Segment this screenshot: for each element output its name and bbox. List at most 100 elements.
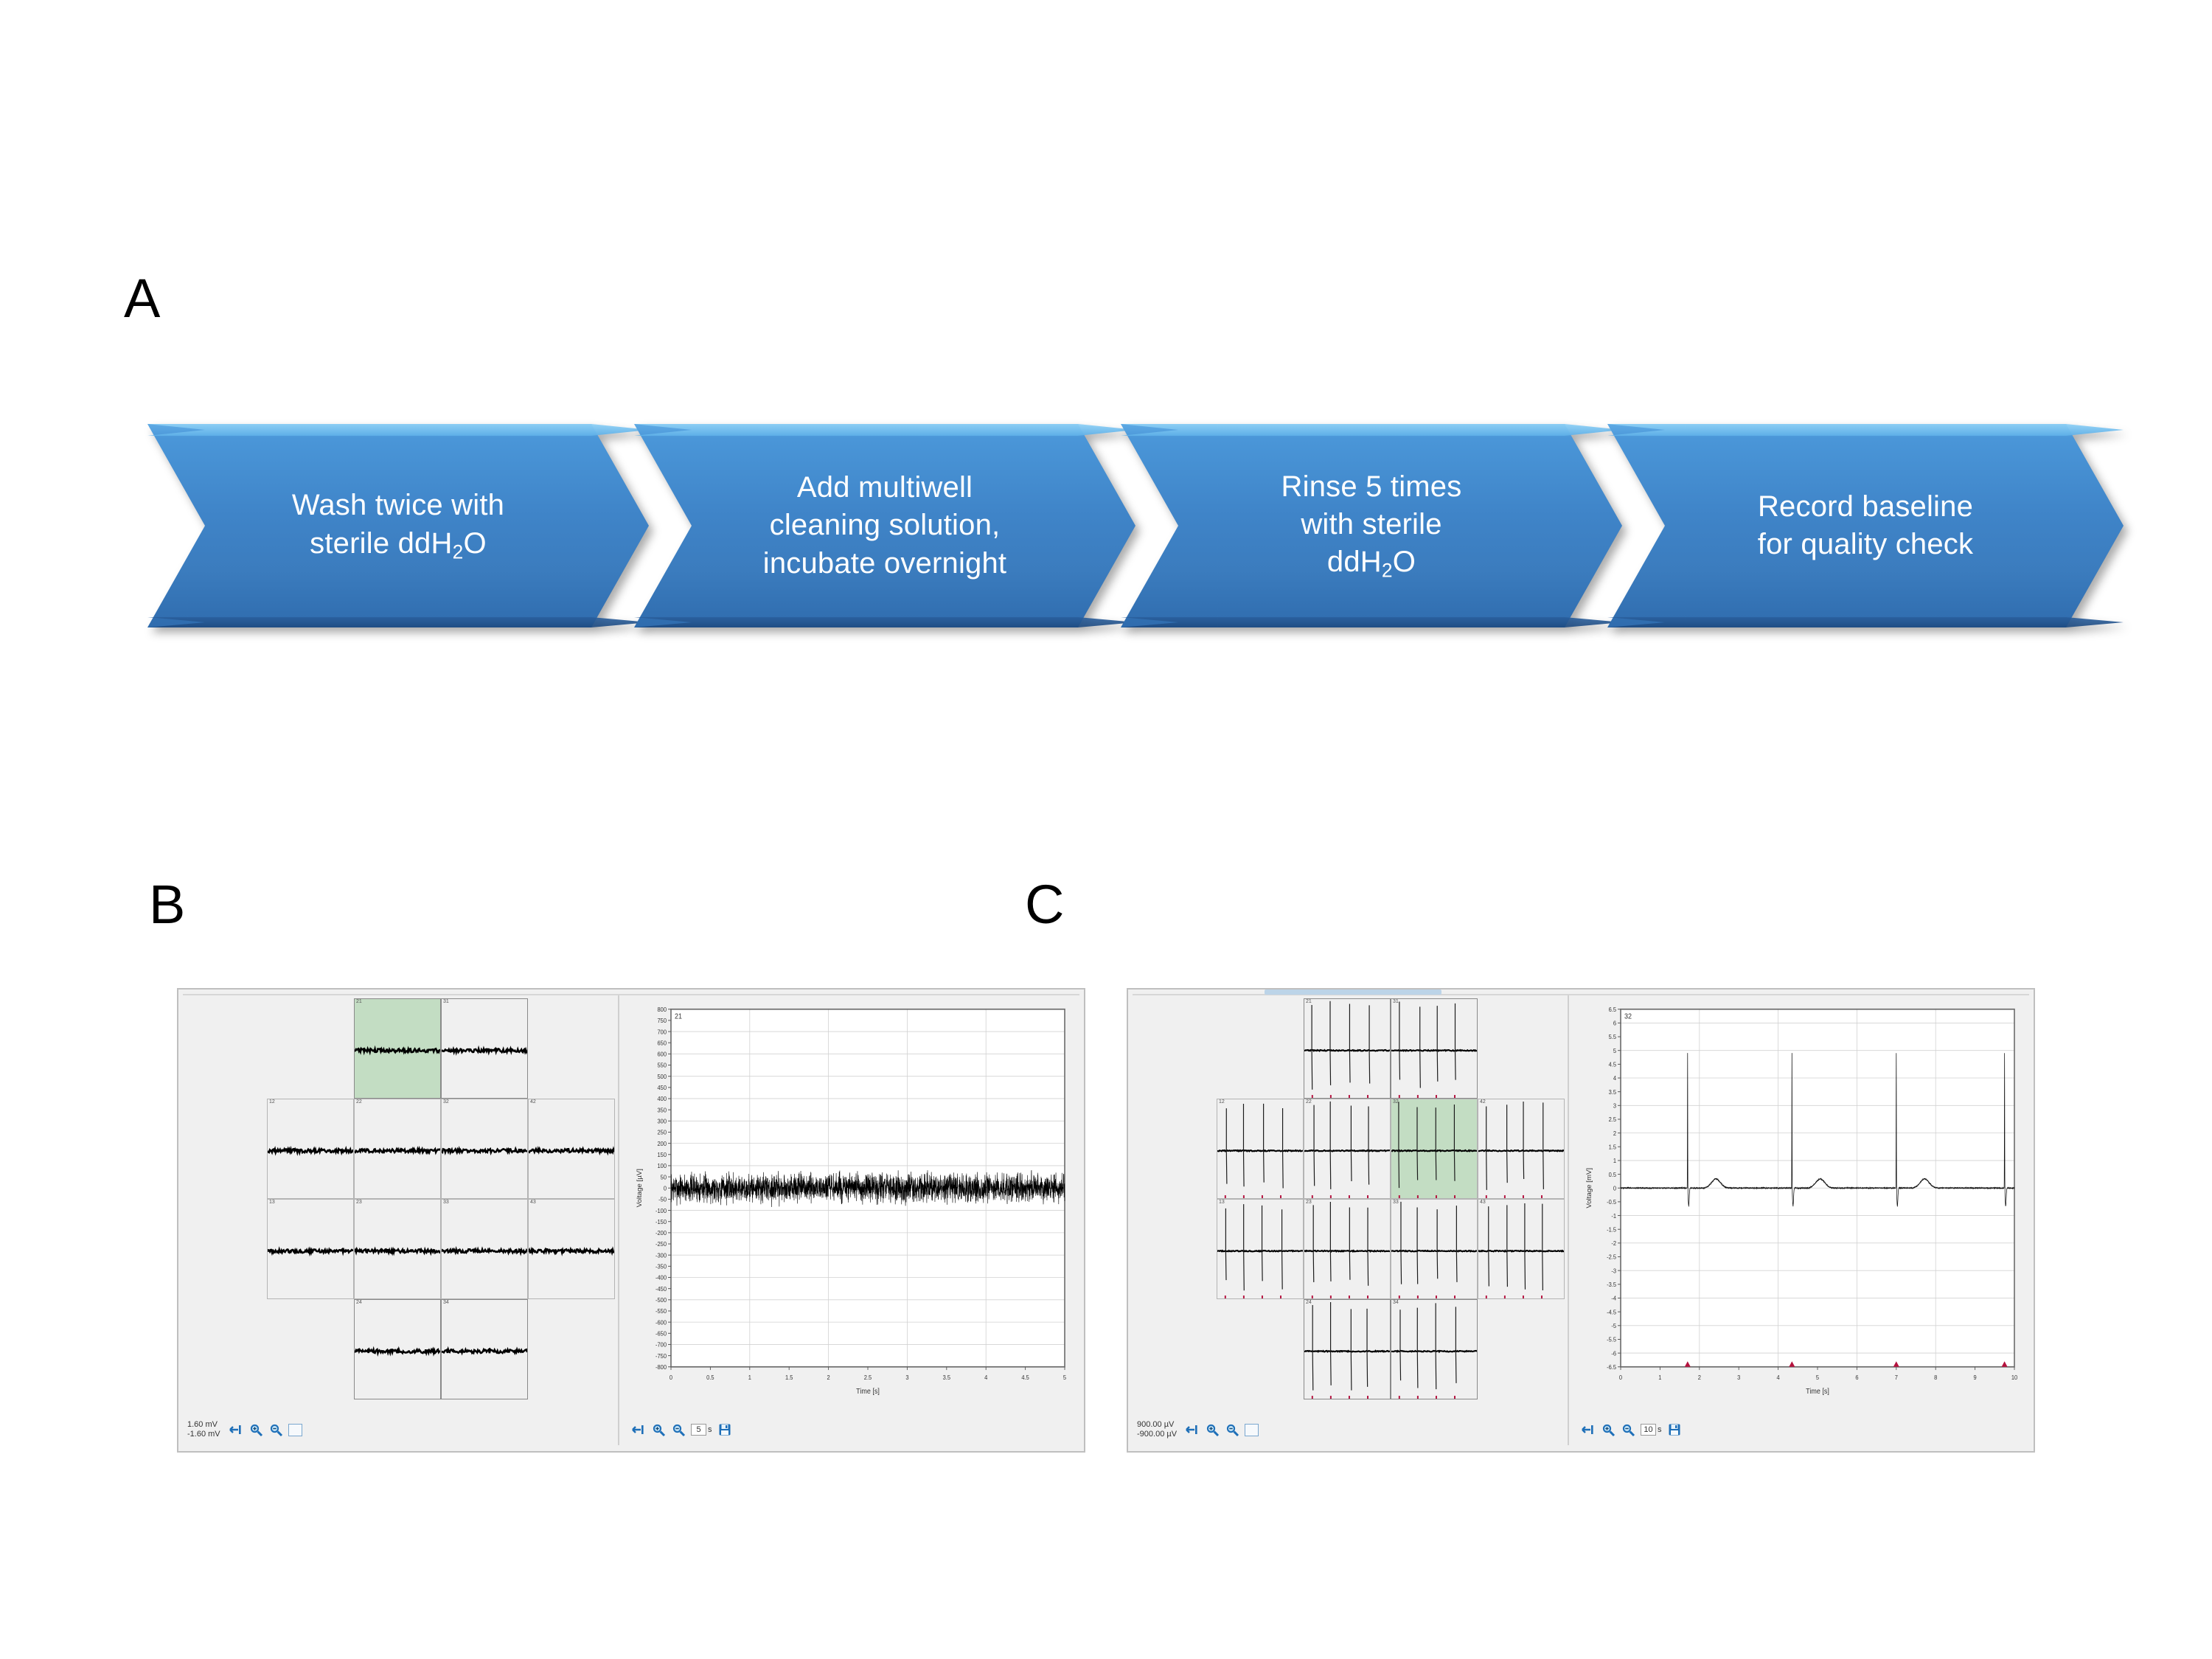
zoom-in-icon[interactable] <box>1601 1422 1615 1437</box>
well-cell-label: 43 <box>530 1200 536 1205</box>
well-cell-24[interactable]: 24 <box>354 1299 441 1399</box>
well-cell-34[interactable]: 34 <box>1391 1299 1478 1399</box>
scale-readout-b: 1.60 mV -1.60 mV <box>187 1420 220 1439</box>
well-cell-label: 21 <box>356 999 362 1004</box>
zoom-in-icon[interactable] <box>1205 1422 1220 1437</box>
splitter-c[interactable] <box>1568 995 1569 1445</box>
well-cell-13[interactable]: 13 <box>1217 1199 1304 1299</box>
well-cell-21[interactable]: 21 <box>1304 998 1391 1099</box>
panel-letter-a: A <box>124 268 161 329</box>
svg-text:-5: -5 <box>1611 1323 1616 1329</box>
svg-text:700: 700 <box>657 1029 667 1035</box>
zoom-out-icon[interactable] <box>1225 1422 1239 1437</box>
zoom-in-icon[interactable] <box>248 1422 263 1437</box>
time-window-stepper-b[interactable]: 5 s <box>691 1424 712 1436</box>
flow-step-3-line1: Rinse 5 times <box>1281 470 1462 503</box>
well-cell-trace <box>355 1346 440 1357</box>
well-cell-43[interactable]: 43 <box>528 1199 615 1299</box>
fit-horizontal-icon[interactable] <box>229 1422 243 1437</box>
well-cell-label: 22 <box>1306 1099 1312 1105</box>
well-cell-trace <box>1304 1201 1390 1298</box>
well-cell-trace <box>1217 1103 1303 1198</box>
svg-text:7: 7 <box>1895 1374 1898 1381</box>
well-cell-42[interactable]: 42 <box>528 1099 615 1199</box>
svg-text:-600: -600 <box>655 1319 667 1326</box>
scale-min-b: -1.60 mV <box>187 1430 220 1439</box>
svg-text:0.5: 0.5 <box>706 1374 714 1381</box>
well-cell-32[interactable]: 32 <box>441 1099 528 1199</box>
svg-text:-650: -650 <box>655 1330 667 1337</box>
svg-text:6: 6 <box>1855 1374 1858 1381</box>
svg-text:-800: -800 <box>655 1364 667 1371</box>
well-cell-24[interactable]: 24 <box>1304 1299 1391 1399</box>
svg-text:-50: -50 <box>658 1196 667 1203</box>
well-cell-trace <box>1304 1101 1390 1198</box>
svg-text:-6: -6 <box>1611 1350 1616 1357</box>
svg-text:2: 2 <box>1613 1130 1616 1137</box>
time-window-stepper-c[interactable]: 10 s <box>1641 1424 1662 1436</box>
select-region-icon[interactable] <box>288 1423 302 1436</box>
active-tab-strip[interactable] <box>1265 990 1441 995</box>
well-cell-23[interactable]: 23 <box>1304 1199 1391 1299</box>
flow-step-4-label: Record baseline for quality check <box>1607 424 2124 627</box>
scale-max-b: 1.60 mV <box>187 1420 218 1429</box>
save-icon[interactable] <box>717 1422 732 1437</box>
well-cell-34[interactable]: 34 <box>441 1299 528 1399</box>
fit-horizontal-icon[interactable] <box>1185 1422 1200 1437</box>
svg-text:4.5: 4.5 <box>1609 1061 1616 1068</box>
save-icon[interactable] <box>1667 1422 1682 1437</box>
well-cell-label: 12 <box>1219 1099 1225 1105</box>
well-cell-13[interactable]: 13 <box>267 1199 354 1299</box>
svg-text:5: 5 <box>1063 1374 1066 1381</box>
svg-text:-450: -450 <box>655 1286 667 1293</box>
fit-horizontal-icon[interactable] <box>1581 1422 1596 1437</box>
well-cell-label: 21 <box>1306 999 1312 1004</box>
svg-text:-100: -100 <box>655 1208 667 1214</box>
flow-step-1-line2-sub: 2 <box>452 540 464 563</box>
well-cell-trace <box>1304 1001 1390 1098</box>
splitter-b[interactable] <box>618 995 619 1445</box>
well-cell-33[interactable]: 33 <box>1391 1199 1478 1299</box>
svg-text:-3: -3 <box>1611 1267 1616 1274</box>
well-cell-12[interactable]: 12 <box>267 1099 354 1199</box>
flow-step-1-label: Wash twice with sterile ddH2O <box>147 424 649 627</box>
well-cell-21[interactable]: 21 <box>354 998 441 1099</box>
well-cell-trace <box>442 1346 527 1356</box>
well-cell-43[interactable]: 43 <box>1478 1199 1565 1299</box>
svg-text:4: 4 <box>1777 1374 1781 1381</box>
svg-text:3: 3 <box>1737 1374 1740 1381</box>
well-cell-31[interactable]: 31 <box>1391 998 1478 1099</box>
time-window-value-c[interactable]: 10 <box>1641 1424 1656 1436</box>
zoom-out-icon[interactable] <box>671 1422 686 1437</box>
svg-text:4: 4 <box>1613 1075 1617 1082</box>
select-region-icon[interactable] <box>1245 1423 1259 1436</box>
time-window-value-b[interactable]: 5 <box>691 1424 706 1436</box>
well-cell-22[interactable]: 22 <box>354 1099 441 1199</box>
zoom-in-icon[interactable] <box>651 1422 666 1437</box>
zoom-out-icon[interactable] <box>268 1422 283 1437</box>
svg-text:300: 300 <box>657 1118 667 1124</box>
svg-text:5: 5 <box>1613 1048 1616 1054</box>
well-cell-label: 23 <box>1306 1200 1312 1205</box>
zoom-out-icon[interactable] <box>1621 1422 1635 1437</box>
well-cell-33[interactable]: 33 <box>441 1199 528 1299</box>
well-cell-32[interactable]: 32 <box>1391 1099 1478 1199</box>
flow-step-1-line1: Wash twice with <box>291 489 505 522</box>
fit-horizontal-icon[interactable] <box>631 1422 646 1437</box>
well-cell-42[interactable]: 42 <box>1478 1099 1565 1199</box>
well-cell-31[interactable]: 31 <box>441 998 528 1099</box>
svg-text:-500: -500 <box>655 1297 667 1304</box>
well-cell-22[interactable]: 22 <box>1304 1099 1391 1199</box>
well-cell-23[interactable]: 23 <box>354 1199 441 1299</box>
svg-text:2: 2 <box>827 1374 830 1381</box>
svg-text:2.5: 2.5 <box>864 1374 872 1381</box>
svg-text:3: 3 <box>1613 1102 1616 1109</box>
svg-text:600: 600 <box>657 1051 667 1057</box>
well-cell-12[interactable]: 12 <box>1217 1099 1304 1199</box>
